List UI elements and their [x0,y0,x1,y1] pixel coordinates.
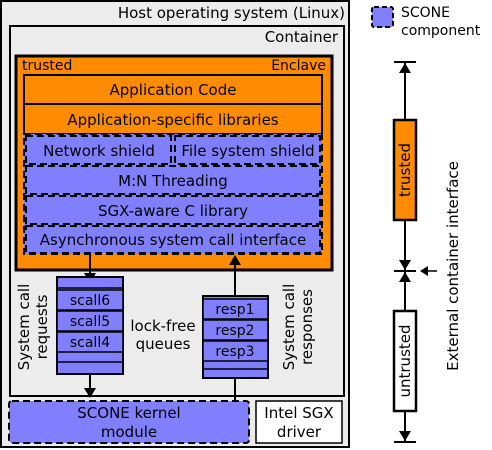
legend-swatch [371,6,394,28]
container-title: Container [265,28,339,46]
threading-label: M:N Threading [118,172,228,190]
syscall-requests-label-1: System call [15,284,33,370]
resp-3-label: resp3 [215,344,254,360]
intel-sgx-driver-label-1: Intel SGX [264,404,333,422]
intel-sgx-driver-box [255,400,343,444]
untrusted-tag-box [392,309,418,413]
resp-slot-1 [202,298,269,320]
external-interface-label: External container interface [444,161,462,371]
syscall-responses-label-1: System call [280,284,298,370]
network-shield-label: Network shield [43,142,155,160]
trusted-tag-box [392,118,418,222]
interface-boundary-arrow [420,266,437,276]
request-to-kernel-arrow [84,374,96,398]
scall-slot-4 [56,331,124,353]
network-shield-box [25,135,172,165]
scall-6-label: scall6 [70,293,110,309]
lockfree-queues-label-2: queues [136,335,191,353]
legend-label-1: SCONE [401,5,450,21]
scall-4-label: scall4 [70,335,110,351]
intel-sgx-driver-label-2: driver [277,423,322,441]
application-code-label: Application Code [110,81,237,99]
c-library-label: SGX-aware C library [98,202,248,220]
scone-kernel-module-box [8,400,250,444]
syscall-responses-label-2: responses [298,289,316,365]
threading-box [25,165,321,195]
async-interface-label: Asynchronous system call interface [40,231,306,249]
host-os-title: Host operating system (Linux) [118,4,345,22]
syscall-requests-label-2: requests [33,294,51,359]
untrusted-tag-label: untrusted [396,324,414,397]
legend-label-2: component [401,23,481,39]
resp-slot-3 [202,340,269,362]
application-libraries-label: Application-specific libraries [67,111,278,129]
scone-kernel-module-label-1: SCONE kernel [77,404,180,422]
file-system-shield-box [174,135,321,165]
response-arrow-up [229,255,241,296]
trusted-tag-label: trusted [396,143,414,197]
async-interface-box [25,225,321,254]
scall-slot-6 [56,289,124,311]
scone-kernel-module-label-2: module [101,423,157,441]
enclave-trusted-label: trusted [22,58,72,74]
resp-1-label: resp1 [215,302,254,318]
enclave-label: Enclave [271,58,326,74]
file-system-shield-label: File system shield [181,142,314,160]
scall-5-label: scall5 [70,314,110,330]
lockfree-queues-label-1: lock-free [130,317,195,335]
c-library-box [25,195,321,225]
application-code-box [23,74,323,105]
resp-slot-2 [202,319,269,341]
scall-slot-5 [56,310,124,332]
resp-2-label: resp2 [215,323,254,339]
